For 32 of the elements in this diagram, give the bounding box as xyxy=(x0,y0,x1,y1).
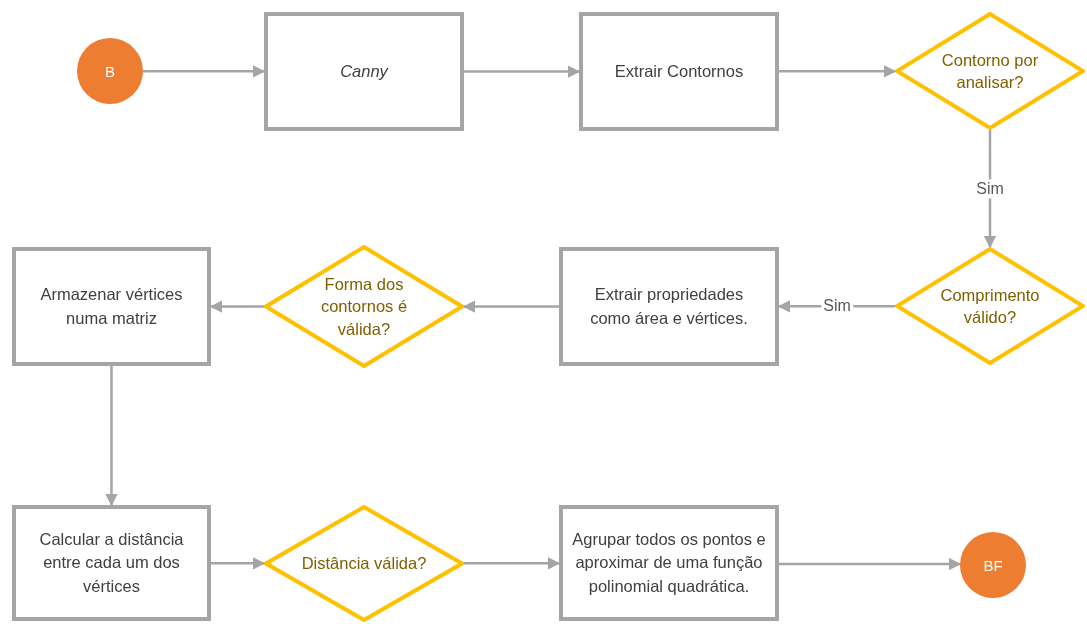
process-box xyxy=(12,505,211,621)
decision-diamond xyxy=(895,247,1085,365)
step-label: Calcular a distância entre cada um dos vértices xyxy=(38,529,185,597)
arrow xyxy=(779,65,897,78)
terminal-label: B xyxy=(105,62,115,80)
step-label: Canny xyxy=(340,60,388,82)
arrow xyxy=(464,557,561,570)
arrow xyxy=(211,557,266,570)
arrow xyxy=(779,557,962,571)
step-label: Extrair propriedades como área e vértices. xyxy=(589,284,749,329)
arrow xyxy=(464,65,581,78)
decision-diamond xyxy=(264,505,464,622)
decision-diamond xyxy=(895,12,1085,130)
process-box xyxy=(264,12,464,131)
decision-label: Forma dos contornos é válida? xyxy=(319,274,409,340)
process-box xyxy=(579,12,779,131)
process-box xyxy=(559,505,779,621)
terminal-label: BF xyxy=(983,556,1003,574)
process-box xyxy=(559,247,779,366)
step-label: Armazenar vértices numa matriz xyxy=(39,284,184,329)
arrow xyxy=(105,366,118,507)
arrow xyxy=(462,300,559,313)
decision-label: Distância válida? xyxy=(301,553,427,575)
arrow xyxy=(143,65,266,78)
step-label: Agrupar todos os pontos e aproximar de uma função polinomial quadrática. xyxy=(571,529,767,597)
edge-label: Sim xyxy=(974,178,1006,199)
process-box xyxy=(12,247,211,366)
arrow xyxy=(983,130,997,249)
decision-label: Contorno por analisar? xyxy=(940,49,1040,93)
decision-label: Comprimento válido? xyxy=(939,284,1041,328)
decision-diamond xyxy=(264,245,464,368)
step-label: Extrair Contornos xyxy=(614,60,744,82)
